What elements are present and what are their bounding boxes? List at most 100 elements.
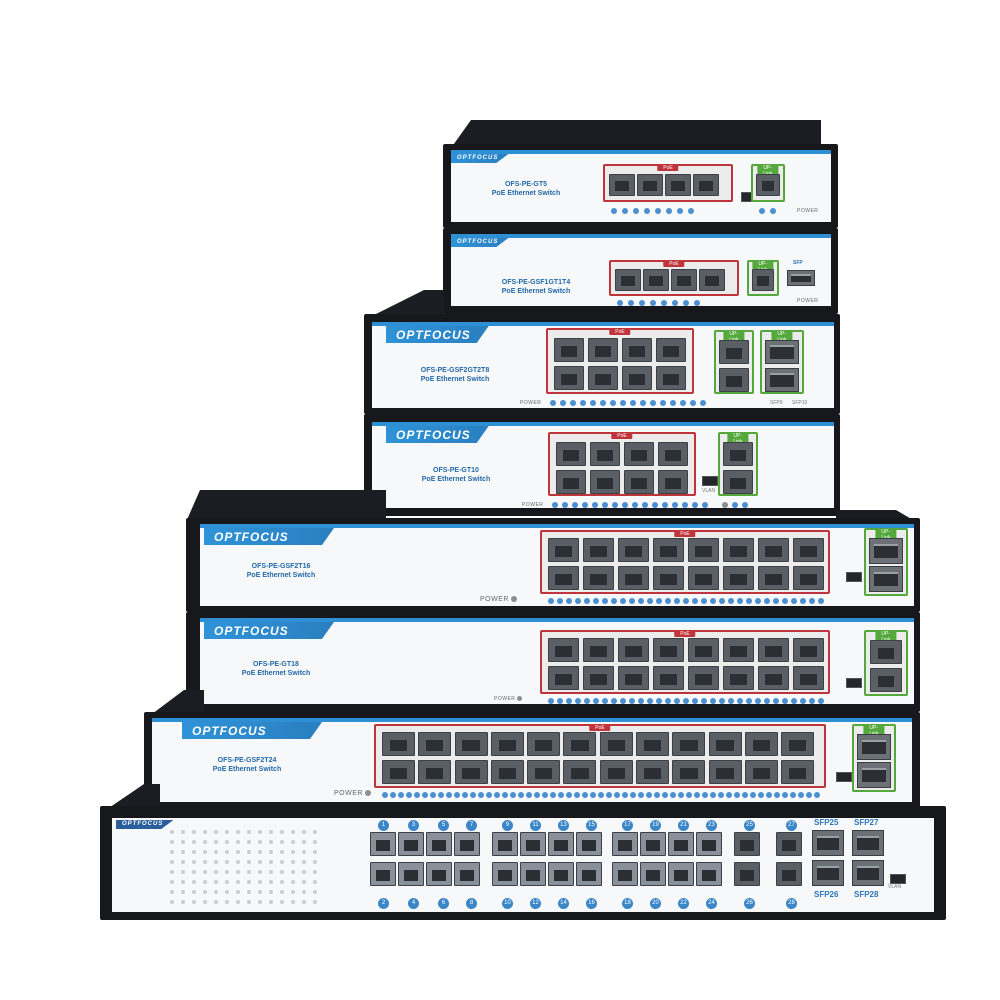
rj45-port[interactable] <box>744 732 778 756</box>
rj45-port[interactable] <box>418 760 452 784</box>
rj45-port[interactable] <box>688 638 719 662</box>
rj45-port[interactable] <box>636 732 670 756</box>
rj45-port[interactable] <box>643 269 669 291</box>
uplink-rj45-port[interactable] <box>776 832 802 856</box>
rj45-port[interactable] <box>554 338 584 362</box>
uplink-rj45-port[interactable] <box>734 832 760 856</box>
rj45-port[interactable] <box>490 732 524 756</box>
rj45-port[interactable] <box>426 832 452 856</box>
rj45-port[interactable] <box>615 269 641 291</box>
rj45-port[interactable] <box>624 470 654 494</box>
vlan-switch[interactable] <box>836 772 852 782</box>
rj45-port[interactable] <box>370 862 396 886</box>
rj45-port[interactable] <box>618 538 649 562</box>
rj45-port[interactable] <box>490 760 524 784</box>
rj45-port[interactable] <box>492 832 518 856</box>
rj45-port[interactable] <box>688 538 719 562</box>
rj45-port[interactable] <box>668 832 694 856</box>
sfp-port[interactable] <box>857 762 891 788</box>
rj45-port[interactable] <box>492 862 518 886</box>
rj45-port[interactable] <box>723 638 754 662</box>
sfp-port[interactable] <box>765 340 799 364</box>
rj45-port[interactable] <box>556 470 586 494</box>
rj45-port[interactable] <box>758 666 789 690</box>
rj45-port[interactable] <box>563 760 597 784</box>
rj45-port[interactable] <box>454 760 488 784</box>
rj45-port[interactable] <box>688 666 719 690</box>
uplink-rj45-port[interactable] <box>719 340 749 364</box>
rj45-port[interactable] <box>656 338 686 362</box>
sfp-port[interactable] <box>812 830 844 856</box>
rj45-port[interactable] <box>556 442 586 466</box>
rj45-port[interactable] <box>618 666 649 690</box>
rj45-port[interactable] <box>723 666 754 690</box>
rj45-port[interactable] <box>548 638 579 662</box>
rj45-port[interactable] <box>637 174 663 196</box>
rj45-port[interactable] <box>588 338 618 362</box>
rj45-port[interactable] <box>696 862 722 886</box>
rj45-port[interactable] <box>640 862 666 886</box>
rj45-port[interactable] <box>590 442 620 466</box>
rj45-port[interactable] <box>548 666 579 690</box>
uplink-rj45-port[interactable] <box>870 640 902 664</box>
rj45-port[interactable] <box>548 538 579 562</box>
sfp-port[interactable] <box>869 538 903 564</box>
rj45-port[interactable] <box>583 638 614 662</box>
rj45-port[interactable] <box>618 566 649 590</box>
uplink-rj45-port[interactable] <box>723 470 753 494</box>
rj45-port[interactable] <box>520 862 546 886</box>
sfp-port[interactable] <box>852 830 884 856</box>
sfp-port[interactable] <box>812 860 844 886</box>
uplink-rj45-port[interactable] <box>734 862 760 886</box>
rj45-port[interactable] <box>723 566 754 590</box>
sfp-port[interactable] <box>787 270 815 286</box>
uplink-rj45-port[interactable] <box>776 862 802 886</box>
rj45-port[interactable] <box>758 566 789 590</box>
rj45-port[interactable] <box>527 732 561 756</box>
rj45-port[interactable] <box>398 832 424 856</box>
rj45-port[interactable] <box>426 862 452 886</box>
rj45-port[interactable] <box>583 666 614 690</box>
sfp-port[interactable] <box>765 368 799 392</box>
rj45-port[interactable] <box>793 638 824 662</box>
rj45-port[interactable] <box>653 638 684 662</box>
rj45-port[interactable] <box>576 832 602 856</box>
rj45-port[interactable] <box>653 566 684 590</box>
vlan-switch[interactable] <box>702 476 718 486</box>
rj45-port[interactable] <box>599 732 633 756</box>
rj45-port[interactable] <box>527 760 561 784</box>
rj45-port[interactable] <box>693 174 719 196</box>
rj45-port[interactable] <box>793 538 824 562</box>
sfp-port[interactable] <box>852 860 884 886</box>
rj45-port[interactable] <box>672 732 706 756</box>
rj45-port[interactable] <box>622 366 652 390</box>
rj45-port[interactable] <box>554 366 584 390</box>
rj45-port[interactable] <box>622 338 652 362</box>
rj45-port[interactable] <box>688 566 719 590</box>
rj45-port[interactable] <box>656 366 686 390</box>
vlan-switch[interactable] <box>846 572 862 582</box>
rj45-port[interactable] <box>781 732 815 756</box>
rj45-port[interactable] <box>454 862 480 886</box>
rj45-port[interactable] <box>454 732 488 756</box>
sfp-port[interactable] <box>869 566 903 592</box>
rj45-port[interactable] <box>668 862 694 886</box>
rj45-port[interactable] <box>708 760 742 784</box>
rj45-port[interactable] <box>665 174 691 196</box>
rj45-port[interactable] <box>418 732 452 756</box>
uplink-rj45-port[interactable] <box>723 442 753 466</box>
rj45-port[interactable] <box>618 638 649 662</box>
rj45-port[interactable] <box>653 538 684 562</box>
rj45-port[interactable] <box>758 638 789 662</box>
vlan-switch[interactable] <box>890 874 906 884</box>
sfp-port[interactable] <box>857 734 891 760</box>
rj45-port[interactable] <box>398 862 424 886</box>
rj45-port[interactable] <box>382 760 415 784</box>
rj45-port[interactable] <box>576 862 602 886</box>
rj45-port[interactable] <box>672 760 706 784</box>
rj45-port[interactable] <box>609 174 635 196</box>
uplink-rj45-port[interactable] <box>756 174 780 196</box>
vlan-switch[interactable] <box>846 678 862 688</box>
uplink-rj45-port[interactable] <box>752 269 774 291</box>
rj45-port[interactable] <box>658 442 688 466</box>
